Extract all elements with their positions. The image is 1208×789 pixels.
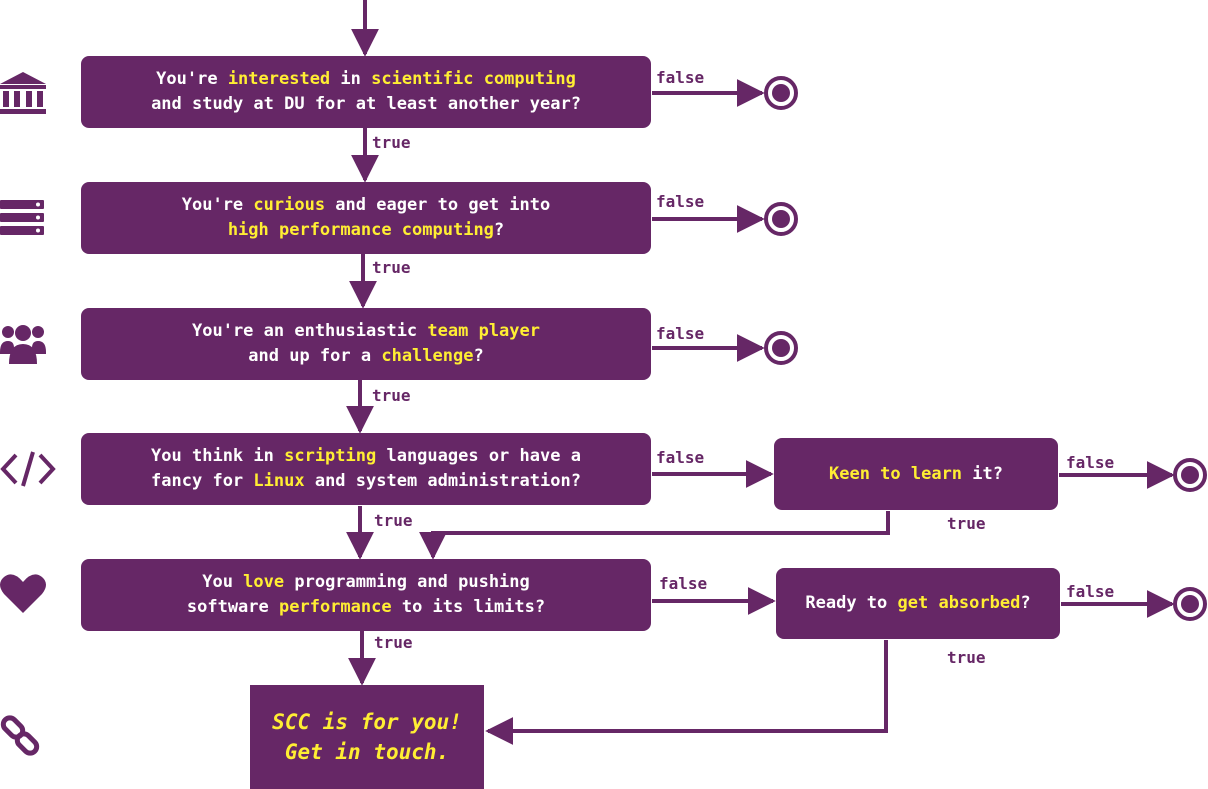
question-text: languages or have a xyxy=(376,446,581,466)
question-node-4: You think in scripting languages or have… xyxy=(81,433,651,505)
server-icon xyxy=(0,200,44,235)
question-text: and system administration? xyxy=(304,471,581,491)
highlight-text: team player xyxy=(427,321,540,341)
link-icon xyxy=(0,715,40,756)
label-true: true xyxy=(947,514,986,533)
question-line: You're curious and eager to get into xyxy=(182,193,550,218)
question-text: You xyxy=(202,572,244,592)
edge-side1-true xyxy=(419,511,890,560)
question-line: Ready to get absorbed? xyxy=(805,591,1030,616)
question-text: in xyxy=(330,69,372,89)
highlight-text: get absorbed xyxy=(897,593,1021,613)
final-node: SCC is for you! Get in touch. xyxy=(250,685,484,789)
label-false: false xyxy=(1066,453,1115,472)
question-text: programming and pushing xyxy=(284,572,530,592)
label-false: false xyxy=(656,448,705,467)
question-text: You're xyxy=(156,69,228,89)
highlight-text: performance xyxy=(279,597,392,617)
question-line: You're interested in scientific computin… xyxy=(151,67,581,92)
question-text: fancy for xyxy=(151,471,254,491)
question-text: and study at DU for at least another yea… xyxy=(151,94,581,114)
question-text: You're an enthusiastic xyxy=(192,321,428,341)
end-circle xyxy=(764,331,798,365)
final-line-1: SCC is for you! xyxy=(272,710,462,734)
question-line: Keen to learn it? xyxy=(829,462,1003,487)
end-circle xyxy=(1173,458,1207,492)
question-text: You think in xyxy=(151,446,285,466)
label-true: true xyxy=(372,386,411,405)
question-text: Ready to xyxy=(805,593,898,613)
highlight-text: Linux xyxy=(253,471,305,491)
users-icon xyxy=(0,325,46,364)
highlight-text: Keen to learn xyxy=(828,463,963,484)
heart-icon xyxy=(0,574,46,613)
highlight-text: love xyxy=(243,572,285,592)
highlight-text: scripting xyxy=(284,446,377,466)
question-line: and up for a challenge? xyxy=(192,344,540,369)
question-text: ? xyxy=(1020,593,1031,613)
question-text: to its limits? xyxy=(391,597,546,617)
label-true: true xyxy=(374,633,413,652)
highlight-text: challenge xyxy=(381,346,474,366)
question-line: You think in scripting languages or have… xyxy=(151,444,581,469)
question-text: and eager to get into xyxy=(325,195,551,215)
question-line: high performance computing? xyxy=(182,218,550,243)
side-question-node-1: Keen to learn it? xyxy=(774,438,1058,510)
label-false: false xyxy=(1066,582,1115,601)
highlight-text: high performance computing xyxy=(227,220,494,240)
highlight-text: scientific computing xyxy=(371,69,576,89)
label-true: true xyxy=(372,133,411,152)
question-line: software performance to its limits? xyxy=(187,595,545,620)
question-node-1: You're interested in scientific computin… xyxy=(81,56,651,128)
label-true: true xyxy=(947,648,986,667)
question-text: it? xyxy=(962,463,1003,484)
question-text: software xyxy=(186,597,279,617)
end-circle xyxy=(1173,587,1207,621)
bank-icon xyxy=(0,72,46,114)
side-question-node-2: Ready to get absorbed? xyxy=(776,568,1060,639)
question-line: fancy for Linux and system administratio… xyxy=(151,469,581,494)
label-false: false xyxy=(656,68,705,87)
end-circle xyxy=(764,76,798,110)
question-line: You love programming and pushing xyxy=(187,570,545,595)
highlight-text: interested xyxy=(227,69,331,89)
code-icon xyxy=(0,451,56,487)
question-line: and study at DU for at least another yea… xyxy=(151,92,581,117)
highlight-text: curious xyxy=(253,195,326,215)
label-false: false xyxy=(659,574,708,593)
question-line: You're an enthusiastic team player xyxy=(192,319,540,344)
question-text: ? xyxy=(473,346,484,366)
edge-side2-true xyxy=(485,640,888,745)
label-false: false xyxy=(656,192,705,211)
label-true: true xyxy=(374,511,413,530)
question-text: You're xyxy=(181,195,254,215)
final-line-2: Get in touch. xyxy=(284,740,450,764)
label-true: true xyxy=(372,258,411,277)
end-circle xyxy=(764,202,798,236)
question-text: ? xyxy=(493,220,505,240)
question-text: and up for a xyxy=(248,346,382,366)
label-false: false xyxy=(656,324,705,343)
end-markers xyxy=(764,76,1207,621)
